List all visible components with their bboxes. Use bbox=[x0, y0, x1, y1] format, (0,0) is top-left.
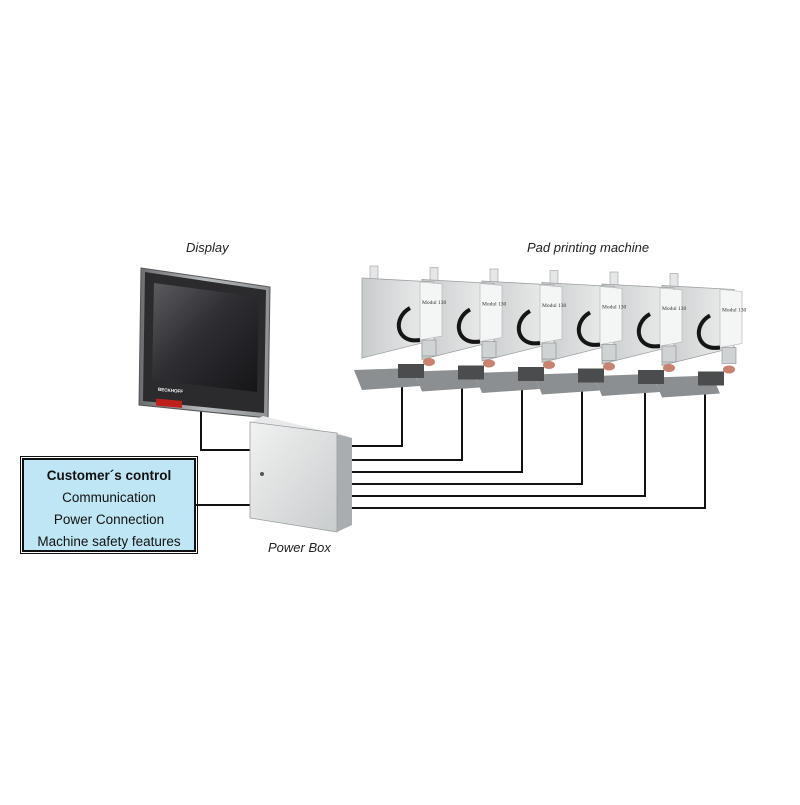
machine-top-cap bbox=[669, 273, 679, 288]
machine-pad-head bbox=[541, 342, 557, 360]
cable-display-to-powerbox bbox=[200, 410, 252, 451]
customer-control-line-power-connection: Power Connection bbox=[53, 512, 165, 527]
machine-cable-loop bbox=[576, 310, 601, 347]
pad-printing-machine: Modul 130 bbox=[534, 270, 627, 395]
machine-fixture bbox=[518, 367, 544, 381]
display-monitor: BECKHOFF bbox=[138, 267, 271, 419]
machine-cable-loop bbox=[396, 306, 421, 343]
machine-fixture bbox=[578, 368, 604, 383]
machine-front-panel bbox=[419, 281, 443, 341]
machine-top-cap bbox=[369, 265, 379, 281]
machine-pad-head bbox=[481, 341, 497, 358]
customer-control-box: Customer´s control Communication Power C… bbox=[20, 456, 198, 554]
machine-fixture bbox=[458, 365, 484, 380]
pad-printing-caption: Pad printing machine bbox=[527, 240, 650, 255]
cable-machine-4 bbox=[352, 390, 583, 485]
power-box-front bbox=[249, 421, 338, 533]
cable-machine-5 bbox=[352, 392, 646, 497]
machine-cable-loop bbox=[636, 312, 661, 349]
cable-machine-1 bbox=[352, 383, 403, 447]
machine-pad bbox=[543, 361, 555, 369]
cable-machine-3 bbox=[352, 388, 523, 473]
power-box-lock-icon bbox=[260, 472, 264, 476]
display-brand-plate bbox=[156, 398, 182, 408]
customer-control-line-communication: Communication bbox=[62, 490, 156, 505]
machine-fixture bbox=[398, 364, 424, 378]
machine-front-panel bbox=[479, 283, 503, 342]
customer-control-line-machine-safety: Machine safety features bbox=[37, 534, 181, 549]
machine-pad bbox=[663, 364, 675, 372]
cable-machine-6 bbox=[352, 394, 706, 509]
machine-pad-head bbox=[421, 339, 437, 357]
machine-pad bbox=[423, 358, 435, 366]
machine-label: Modul 130 bbox=[422, 300, 447, 306]
cable-lines bbox=[196, 383, 706, 509]
machine-fixture bbox=[698, 371, 724, 386]
display-screen bbox=[152, 283, 259, 392]
machine-cable-loop bbox=[696, 313, 721, 350]
machine-cable-loop bbox=[456, 307, 481, 344]
machine-label: Modul 130 bbox=[602, 305, 627, 311]
machine-label: Modul 130 bbox=[542, 303, 567, 309]
machine-top-cap bbox=[549, 270, 559, 285]
customer-control-title: Customer´s control bbox=[46, 468, 172, 483]
machine-pad-head bbox=[601, 344, 617, 361]
machine-top-cap bbox=[489, 268, 499, 284]
machine-pad bbox=[483, 359, 495, 368]
machine-label: Modul 130 bbox=[482, 302, 507, 308]
display-caption: Display bbox=[186, 240, 229, 255]
display-brand-text: BECKHOFF bbox=[158, 387, 183, 394]
machine-top-cap bbox=[429, 267, 439, 282]
machine-front-panel bbox=[719, 289, 743, 348]
machine-pad bbox=[723, 365, 735, 374]
pad-printing-machine: Modul 130 bbox=[354, 265, 447, 390]
machine-label: Modul 130 bbox=[722, 308, 747, 314]
cable-machine-2 bbox=[352, 385, 463, 461]
machine-cable-loop bbox=[516, 309, 541, 346]
machine-top-cap bbox=[609, 271, 619, 287]
power-box-caption: Power Box bbox=[268, 540, 331, 555]
power-box-side bbox=[337, 433, 352, 532]
machine-pad-head bbox=[721, 347, 737, 364]
power-box-enclosure bbox=[249, 416, 352, 533]
machine-label: Modul 130 bbox=[662, 306, 687, 312]
machine-pad bbox=[603, 362, 615, 371]
machine-front-panel bbox=[599, 286, 623, 345]
machine-fixture bbox=[638, 370, 664, 384]
machine-pad-head bbox=[661, 345, 677, 363]
machine-front-panel bbox=[659, 287, 683, 347]
power-box-top bbox=[250, 416, 352, 438]
machine-front-panel bbox=[539, 284, 563, 344]
